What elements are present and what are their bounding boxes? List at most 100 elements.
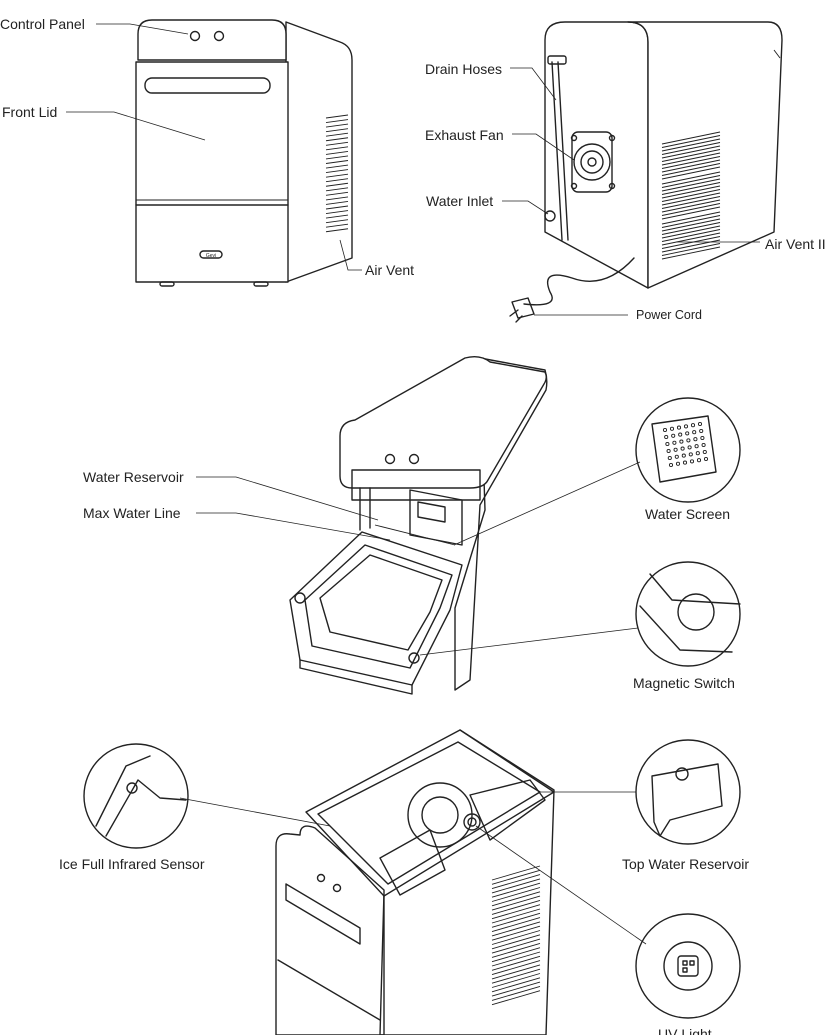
air-vent-ii-label: Air Vent II [765,236,826,252]
control-button-icon [384,453,396,465]
top-reservoir-detail [635,739,741,845]
brand-badge [199,250,223,259]
vent-slat [661,159,721,173]
vent-slat [491,869,541,885]
screen-hole [669,426,675,431]
ice-sensor-detail [83,743,189,849]
vent-slat [661,243,721,256]
vent-slat [491,985,541,1001]
infrared-sensor-icon [126,782,138,794]
screen-hole [667,455,672,461]
top-open-handle [285,883,361,945]
vent-slat [491,904,541,920]
vent-slat [491,968,541,984]
top-open-vent-grille [491,865,541,1006]
open-top-cap [339,355,547,489]
vent-slat [491,960,541,976]
screen-hole [680,446,685,451]
magnetic-switch-detail [635,561,741,667]
vent-slat [661,138,721,152]
screen-hole [672,440,677,445]
screen-hole [688,452,693,457]
screen-hole [666,448,671,454]
top-open-front [275,825,385,1035]
top-water-reservoir-tank [469,779,546,841]
vent-slat [661,163,721,176]
vent-slat [661,178,721,192]
leader-lines [66,23,760,945]
screen-hole [687,445,692,450]
vent-slat [661,211,721,225]
uv-light-label: UV Light [658,1026,712,1035]
uv-light-detail [635,913,741,1019]
open-front-lid [289,531,463,686]
vent-slat [491,917,541,933]
screen-hole [699,428,704,434]
screen-hole [683,424,689,429]
drain-hoses-label: Drain Hoses [425,61,503,77]
vent-slat [325,146,349,151]
screen-hole [701,442,706,448]
top-water-reservoir-label: Top Water Reservoir [622,856,750,872]
uv-light-icon [463,813,481,831]
vent-slat [491,882,541,898]
vent-slat [491,865,541,881]
vent-slat [491,874,541,890]
vent-slat [491,942,541,958]
vent-slat [661,229,721,242]
screen-hole [674,454,679,459]
vent-slat [325,169,349,174]
plug-icon [511,297,535,319]
vent-slat [325,191,349,196]
vent-slat [661,196,721,209]
control-button-icon [213,30,225,42]
vent-slat [325,178,349,183]
drain-hose [557,61,569,241]
vent-slat [325,228,349,233]
vent-slat [661,135,721,148]
vent-slat [661,185,721,199]
vent-slat [661,225,721,239]
vent-slat [491,951,541,967]
vent-slat [325,201,349,205]
front-view-machine: Gevi [135,19,353,287]
air-vent-label: Air Vent [365,262,415,278]
screen-hole [679,439,684,444]
front-body [135,61,289,283]
vent-slat [491,930,541,945]
vent-slat [491,977,541,993]
power-cord-label: Power Cord [636,308,702,322]
vent-slat [491,925,541,941]
vent-slat [325,141,349,146]
screen-hole [668,462,674,468]
vent-slat [491,878,541,894]
vent-slat [325,123,349,128]
vent-slat [325,160,349,164]
screen-hole [690,423,696,428]
back-panel [544,21,649,289]
air-vent-grille [325,114,349,233]
screen-hole [697,421,703,427]
magnetic-switch-icon [677,593,715,631]
screen-hole [686,438,691,443]
vent-slat [661,131,721,145]
vent-slat [325,155,349,160]
vent-slat [661,189,721,202]
vent-slat [661,142,721,155]
control-button-icon [189,30,201,42]
vent-slat [661,199,721,213]
vent-slat [661,232,721,246]
power-cord-icon [523,257,635,306]
top-open-machine [275,729,555,1035]
screen-hole [673,447,678,452]
water-inlet-icon [544,210,556,222]
vent-slat [661,171,721,185]
vent-slat [491,955,541,971]
exhaust-fan-icon [573,143,611,181]
back-view-machine [509,21,783,323]
air-vent-ii-grille [661,131,721,260]
screen-hole [662,427,668,433]
vent-slat [491,895,541,911]
vent-slat [491,990,541,1006]
